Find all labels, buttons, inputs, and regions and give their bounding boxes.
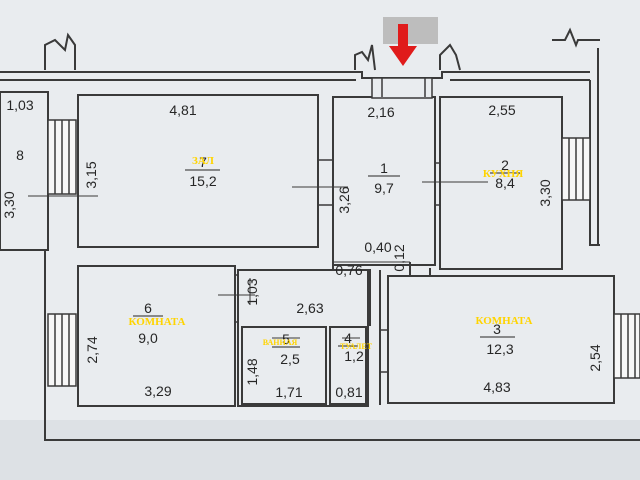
room-4-label: ТУАЛЕТ	[340, 342, 373, 351]
room-3-number: 3	[493, 321, 501, 337]
dim-1-03-mid: 1,03	[244, 278, 260, 305]
room-1-area: 9,7	[374, 180, 394, 196]
dim-0-76: 0,76	[335, 262, 362, 278]
room-4-number: 4	[344, 330, 352, 346]
room-6-outline	[77, 265, 236, 407]
dim-2-74: 2,74	[84, 336, 100, 363]
paper-shade	[0, 420, 640, 480]
room-5-area: 2,5	[280, 351, 300, 367]
room-6-label: КОМНАТА	[129, 316, 186, 328]
windows	[47, 119, 640, 387]
dim-3-29: 3,29	[144, 383, 171, 399]
room-5-number: 5	[282, 331, 290, 347]
room-8-number: 8	[16, 147, 24, 163]
dim-2-16: 2,16	[367, 104, 394, 120]
dimension-lines	[28, 181, 488, 339]
dim-4-81: 4,81	[169, 102, 196, 118]
room-1-number: 1	[380, 160, 388, 176]
dim-1-71: 1,71	[275, 384, 302, 400]
room-2-number: 2	[501, 157, 509, 173]
room-2-area: 8,4	[495, 175, 515, 191]
room-5-label: ВАННАЯ	[263, 338, 298, 347]
dim-1-48: 1,48	[244, 358, 260, 385]
dim-2-55: 2,55	[488, 102, 515, 118]
dim-2-63: 2,63	[296, 300, 323, 316]
room-4-area: 1,2	[344, 348, 364, 364]
room-6-area: 9,0	[138, 330, 158, 346]
room-2-label: КУХНЯ	[483, 168, 523, 180]
dim-3-26: 3,26	[336, 186, 352, 213]
room-7-outline	[77, 94, 319, 248]
room-3-label: КОМНАТА	[476, 315, 533, 327]
entrance-arrow-icon	[383, 17, 438, 66]
service-block-outline	[237, 269, 369, 407]
dim-3-15: 3,15	[83, 161, 99, 188]
room-3-area: 12,3	[486, 341, 513, 357]
dim-3-30-right: 3,30	[537, 179, 553, 206]
dim-1-03-top: 1,03	[6, 97, 33, 113]
corridor-walls	[332, 262, 431, 405]
room-7-label: ЗАЛ	[192, 155, 215, 167]
dim-0-12: 0,12	[391, 244, 407, 271]
room-7-area: 15,2	[189, 173, 216, 189]
room-6-number: 6	[144, 300, 152, 316]
dim-0-81: 0,81	[335, 384, 362, 400]
doors	[235, 77, 440, 373]
dim-3-30-left: 3,30	[1, 191, 17, 218]
dim-2-54: 2,54	[587, 344, 603, 371]
dim-4-83: 4,83	[483, 379, 510, 395]
room-7-number: 7	[199, 154, 207, 170]
dim-0-40: 0,40	[364, 239, 391, 255]
exterior-walls	[0, 27, 640, 441]
